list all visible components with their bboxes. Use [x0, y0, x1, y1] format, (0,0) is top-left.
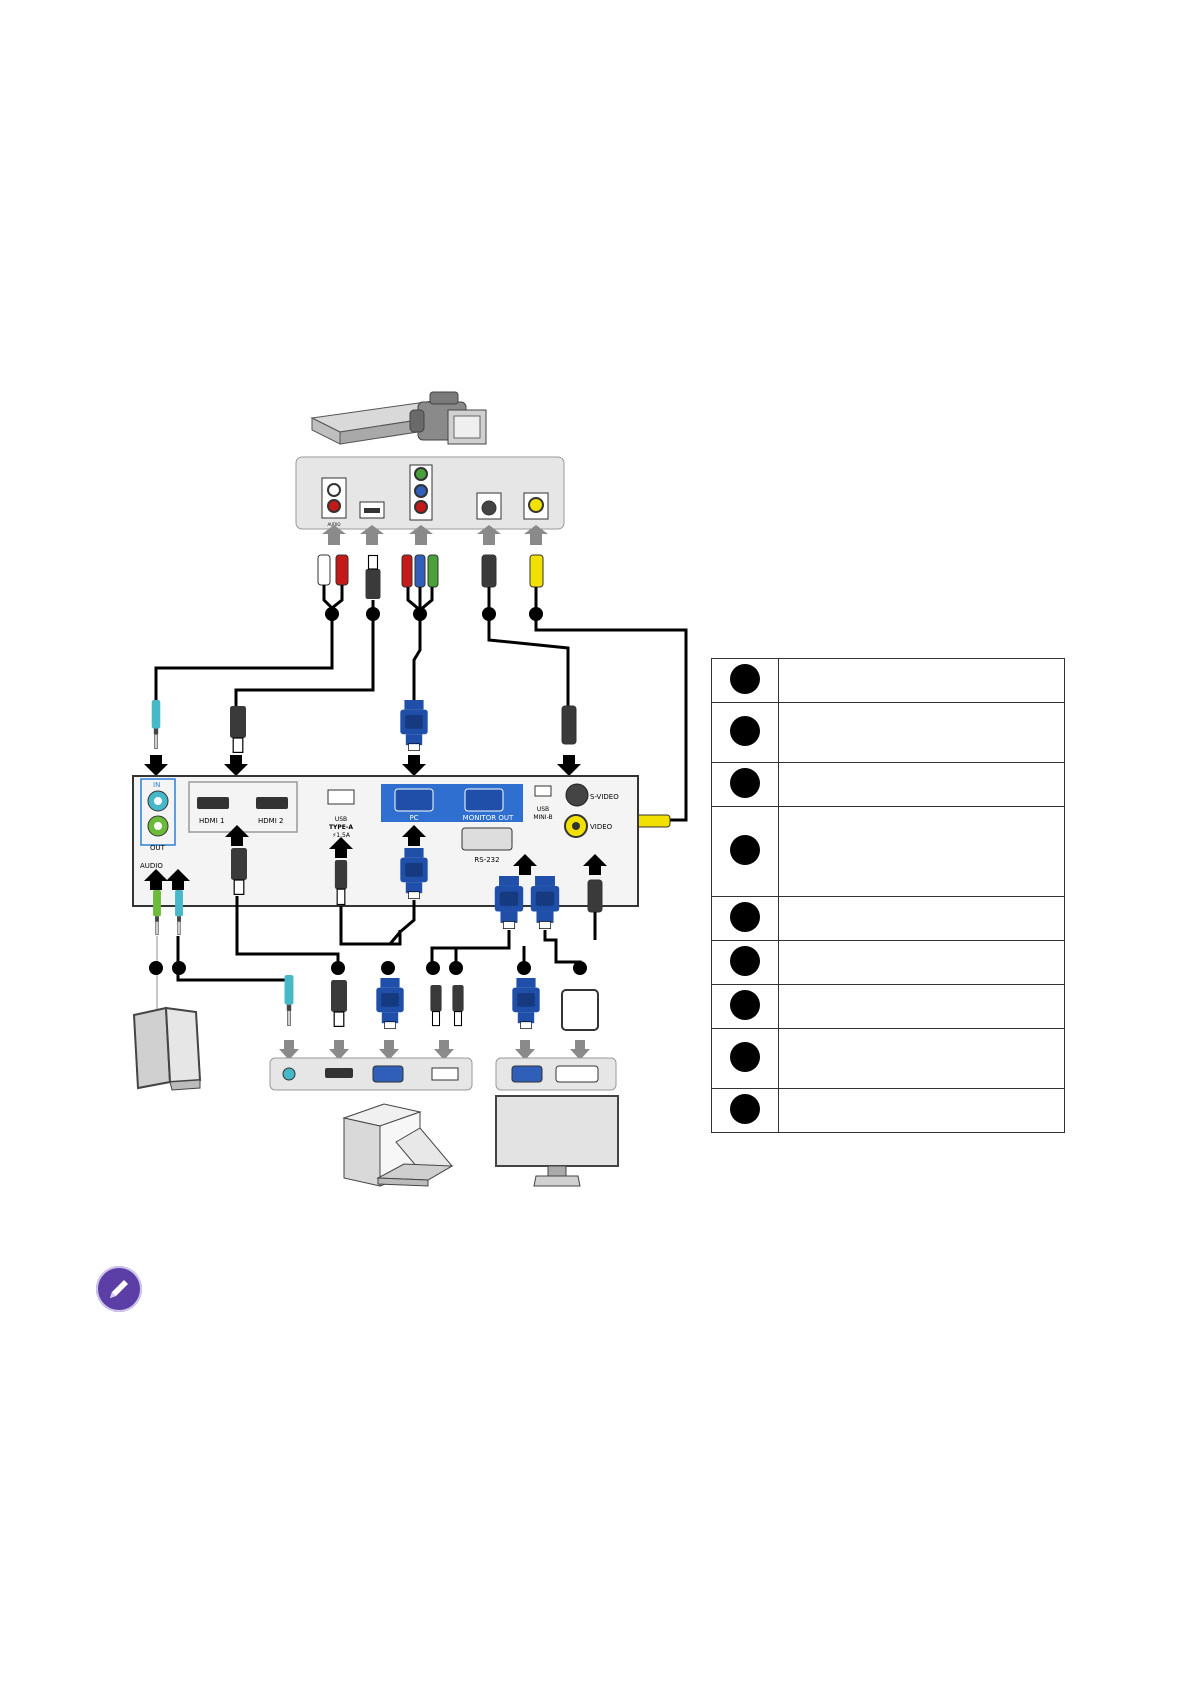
legend-desc	[778, 806, 1065, 897]
callout-marker-icon	[730, 989, 760, 1020]
usb-mini-label-2: MINI-B	[533, 814, 552, 821]
audio-out-label: OUT	[150, 844, 166, 852]
callout-marker-icon	[730, 834, 760, 865]
svg-text:AUDIO: AUDIO	[327, 522, 340, 527]
legend-row	[711, 896, 1065, 941]
callout-marker-icon	[730, 715, 760, 746]
legend-desc	[778, 702, 1065, 763]
callout-dots-bottom	[149, 961, 587, 975]
hdmi2-label: HDMI 2	[258, 817, 283, 825]
legend-desc	[778, 1028, 1065, 1089]
laptop-icon	[376, 1127, 454, 1187]
hdmi1-label: HDMI 1	[199, 817, 224, 825]
legend-desc	[778, 1088, 1065, 1133]
callout-marker-icon	[730, 1041, 760, 1072]
legend-desc	[778, 896, 1065, 941]
usb-a-label-1: USB	[335, 816, 347, 823]
legend-row	[711, 806, 1065, 897]
legend-row	[711, 984, 1065, 1029]
callout-marker-icon	[730, 1093, 760, 1124]
pc-label: PC	[409, 814, 418, 822]
computer-port-panel	[269, 1057, 473, 1091]
pencil-note-icon	[96, 1266, 142, 1312]
legend-row	[711, 940, 1065, 985]
source-device-panel: AUDIO	[295, 456, 565, 530]
speakers-icon	[132, 1006, 202, 1091]
monitor-icon	[495, 1095, 619, 1187]
rs232-label: RS-232	[474, 856, 499, 864]
callout-marker-icon	[730, 945, 760, 976]
audio-label: AUDIO	[140, 862, 163, 870]
legend-desc	[778, 984, 1065, 1029]
audio-in-label: IN	[153, 781, 160, 789]
legend-row	[711, 1028, 1065, 1089]
video-label: VIDEO	[590, 823, 613, 831]
arrows-out-of-projector	[144, 825, 607, 890]
callout-dots-top	[325, 607, 543, 621]
legend-row	[711, 702, 1065, 763]
callout-marker-icon	[730, 767, 760, 798]
usb-a-label-2: TYPE-A	[329, 824, 353, 831]
gray-arrows-down	[279, 1040, 590, 1060]
monitor-port-panel	[495, 1057, 617, 1091]
usb-mini-label-1: USB	[537, 806, 549, 813]
svideo-label: S-VIDEO	[590, 793, 619, 801]
source-arrows	[322, 525, 548, 545]
projector-back-panel: IN OUT AUDIO HDMI 1 HDMI 2 USB TYPE-A ⚡1…	[132, 775, 639, 907]
usb-a-label-3: ⚡1.5A	[332, 832, 351, 839]
camcorder-icon	[409, 391, 487, 445]
monitor-out-label: MONITOR OUT	[463, 814, 514, 822]
legend-row	[711, 762, 1065, 807]
legend-desc	[778, 940, 1065, 985]
connection-legend	[711, 658, 1065, 1133]
legend-row	[711, 1088, 1065, 1133]
legend-row	[711, 658, 1065, 703]
source-cable-plugs	[317, 554, 544, 599]
callout-marker-icon	[730, 663, 760, 694]
top-connectors	[151, 700, 671, 828]
legend-desc	[778, 658, 1065, 703]
legend-desc	[778, 762, 1065, 807]
pc-side-plugs	[284, 975, 599, 1031]
callout-marker-icon	[730, 901, 760, 932]
